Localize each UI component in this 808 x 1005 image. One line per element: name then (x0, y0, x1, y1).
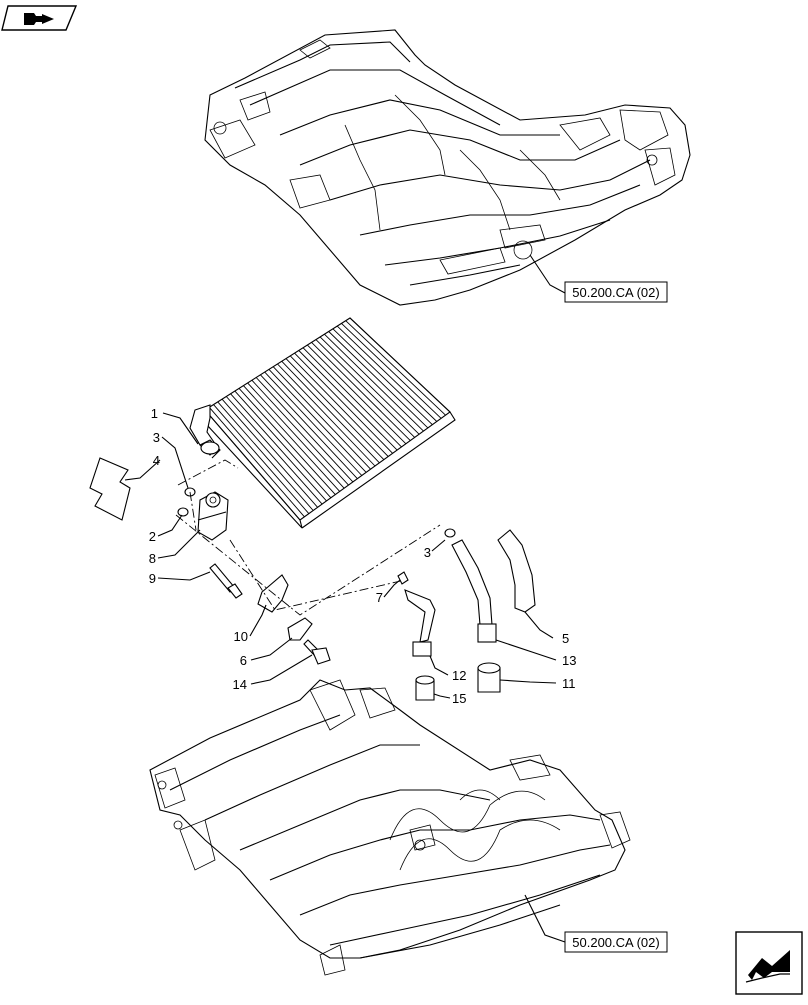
callout-5: 5 (562, 631, 569, 646)
callout-leaders (124, 412, 557, 699)
evaporator-fin (260, 374, 358, 480)
evaporator-fin (230, 393, 327, 502)
curved-pipe (451, 539, 497, 643)
lower-housing-reference: 50.200.CA (02) (572, 935, 659, 950)
o-ring-right (444, 528, 456, 538)
evaporator-fin (238, 388, 336, 495)
upper-hvac-housing (204, 29, 691, 306)
screw (303, 639, 331, 665)
expansion-valve (197, 491, 229, 541)
pipe-with-nut (404, 589, 436, 657)
book-arrow-button[interactable] (1, 5, 78, 31)
callout-7: 7 (376, 590, 383, 605)
callout-9: 9 (149, 571, 156, 586)
evaporator-fin (307, 344, 407, 445)
upper-housing-reference: 50.200.CA (02) (572, 285, 659, 300)
evaporator-fin (204, 409, 301, 521)
evaporator-fin (289, 355, 389, 457)
next-page-arrow-icon (745, 950, 790, 983)
evaporator-fin (294, 352, 393, 454)
evaporator-fin (298, 350, 398, 451)
callout-13: 13 (562, 653, 576, 668)
book-arrow-icon (24, 13, 54, 25)
evaporator-fin (277, 363, 376, 467)
evaporator-fin (281, 360, 380, 464)
lower-housing-reference-link[interactable]: 50.200.CA (02) (564, 931, 668, 953)
cap-small (415, 675, 435, 701)
evaporator-fin (349, 317, 451, 413)
callout-14: 14 (233, 677, 247, 692)
cap-large (477, 662, 501, 693)
evaporator-fin (272, 366, 371, 470)
evaporator-fin (319, 336, 420, 435)
insulation-pad (89, 457, 131, 521)
hose (497, 529, 536, 613)
callout-15: 15 (452, 691, 466, 706)
evaporator-fin (332, 328, 433, 426)
callout-3b: 3 (424, 545, 431, 560)
callout-4: 4 (153, 453, 160, 468)
evaporator-fin (243, 385, 341, 492)
evaporator-fin (247, 382, 345, 489)
evaporator-fin (221, 398, 318, 508)
evaporator-fin (311, 342, 411, 441)
small-fitting (397, 571, 409, 585)
evaporator-fin (213, 404, 310, 514)
evaporator-fin (324, 333, 424, 432)
evaporator-fin (302, 347, 402, 448)
callout-12: 12 (452, 668, 466, 683)
evaporator-fin (217, 401, 314, 511)
lower-hvac-housing (149, 679, 631, 976)
callout-3: 3 (153, 430, 160, 445)
o-ring-lower (177, 507, 189, 517)
callout-2: 2 (149, 529, 156, 544)
callout-11: 11 (562, 676, 576, 691)
callout-10: 10 (234, 629, 248, 644)
evaporator-fin (345, 320, 446, 416)
evaporator-fin (255, 377, 354, 483)
next-page-button[interactable] (735, 931, 803, 995)
evaporator-fin (234, 390, 332, 499)
evaporator-fin (341, 323, 442, 419)
evaporator-fin (285, 358, 385, 460)
evaporator-core (189, 317, 456, 529)
callout-8: 8 (149, 551, 156, 566)
callout-1: 1 (151, 406, 158, 421)
evaporator-fin (225, 396, 323, 505)
upper-housing-reference-link[interactable]: 50.200.CA (02) (564, 281, 668, 303)
evaporator-fin (208, 407, 305, 518)
evaporator-fin (268, 369, 367, 473)
callout-6: 6 (240, 653, 247, 668)
clip (287, 617, 313, 641)
evaporator-fin (264, 371, 363, 476)
evaporator-fin (328, 331, 429, 429)
callout-labels: 1 2 3 3 4 5 6 7 8 9 10 11 12 13 14 15 (149, 406, 577, 706)
evaporator-fin (251, 379, 349, 486)
evaporator-fin (315, 339, 416, 438)
evaporator-fin (336, 325, 438, 422)
bolt (209, 563, 243, 599)
